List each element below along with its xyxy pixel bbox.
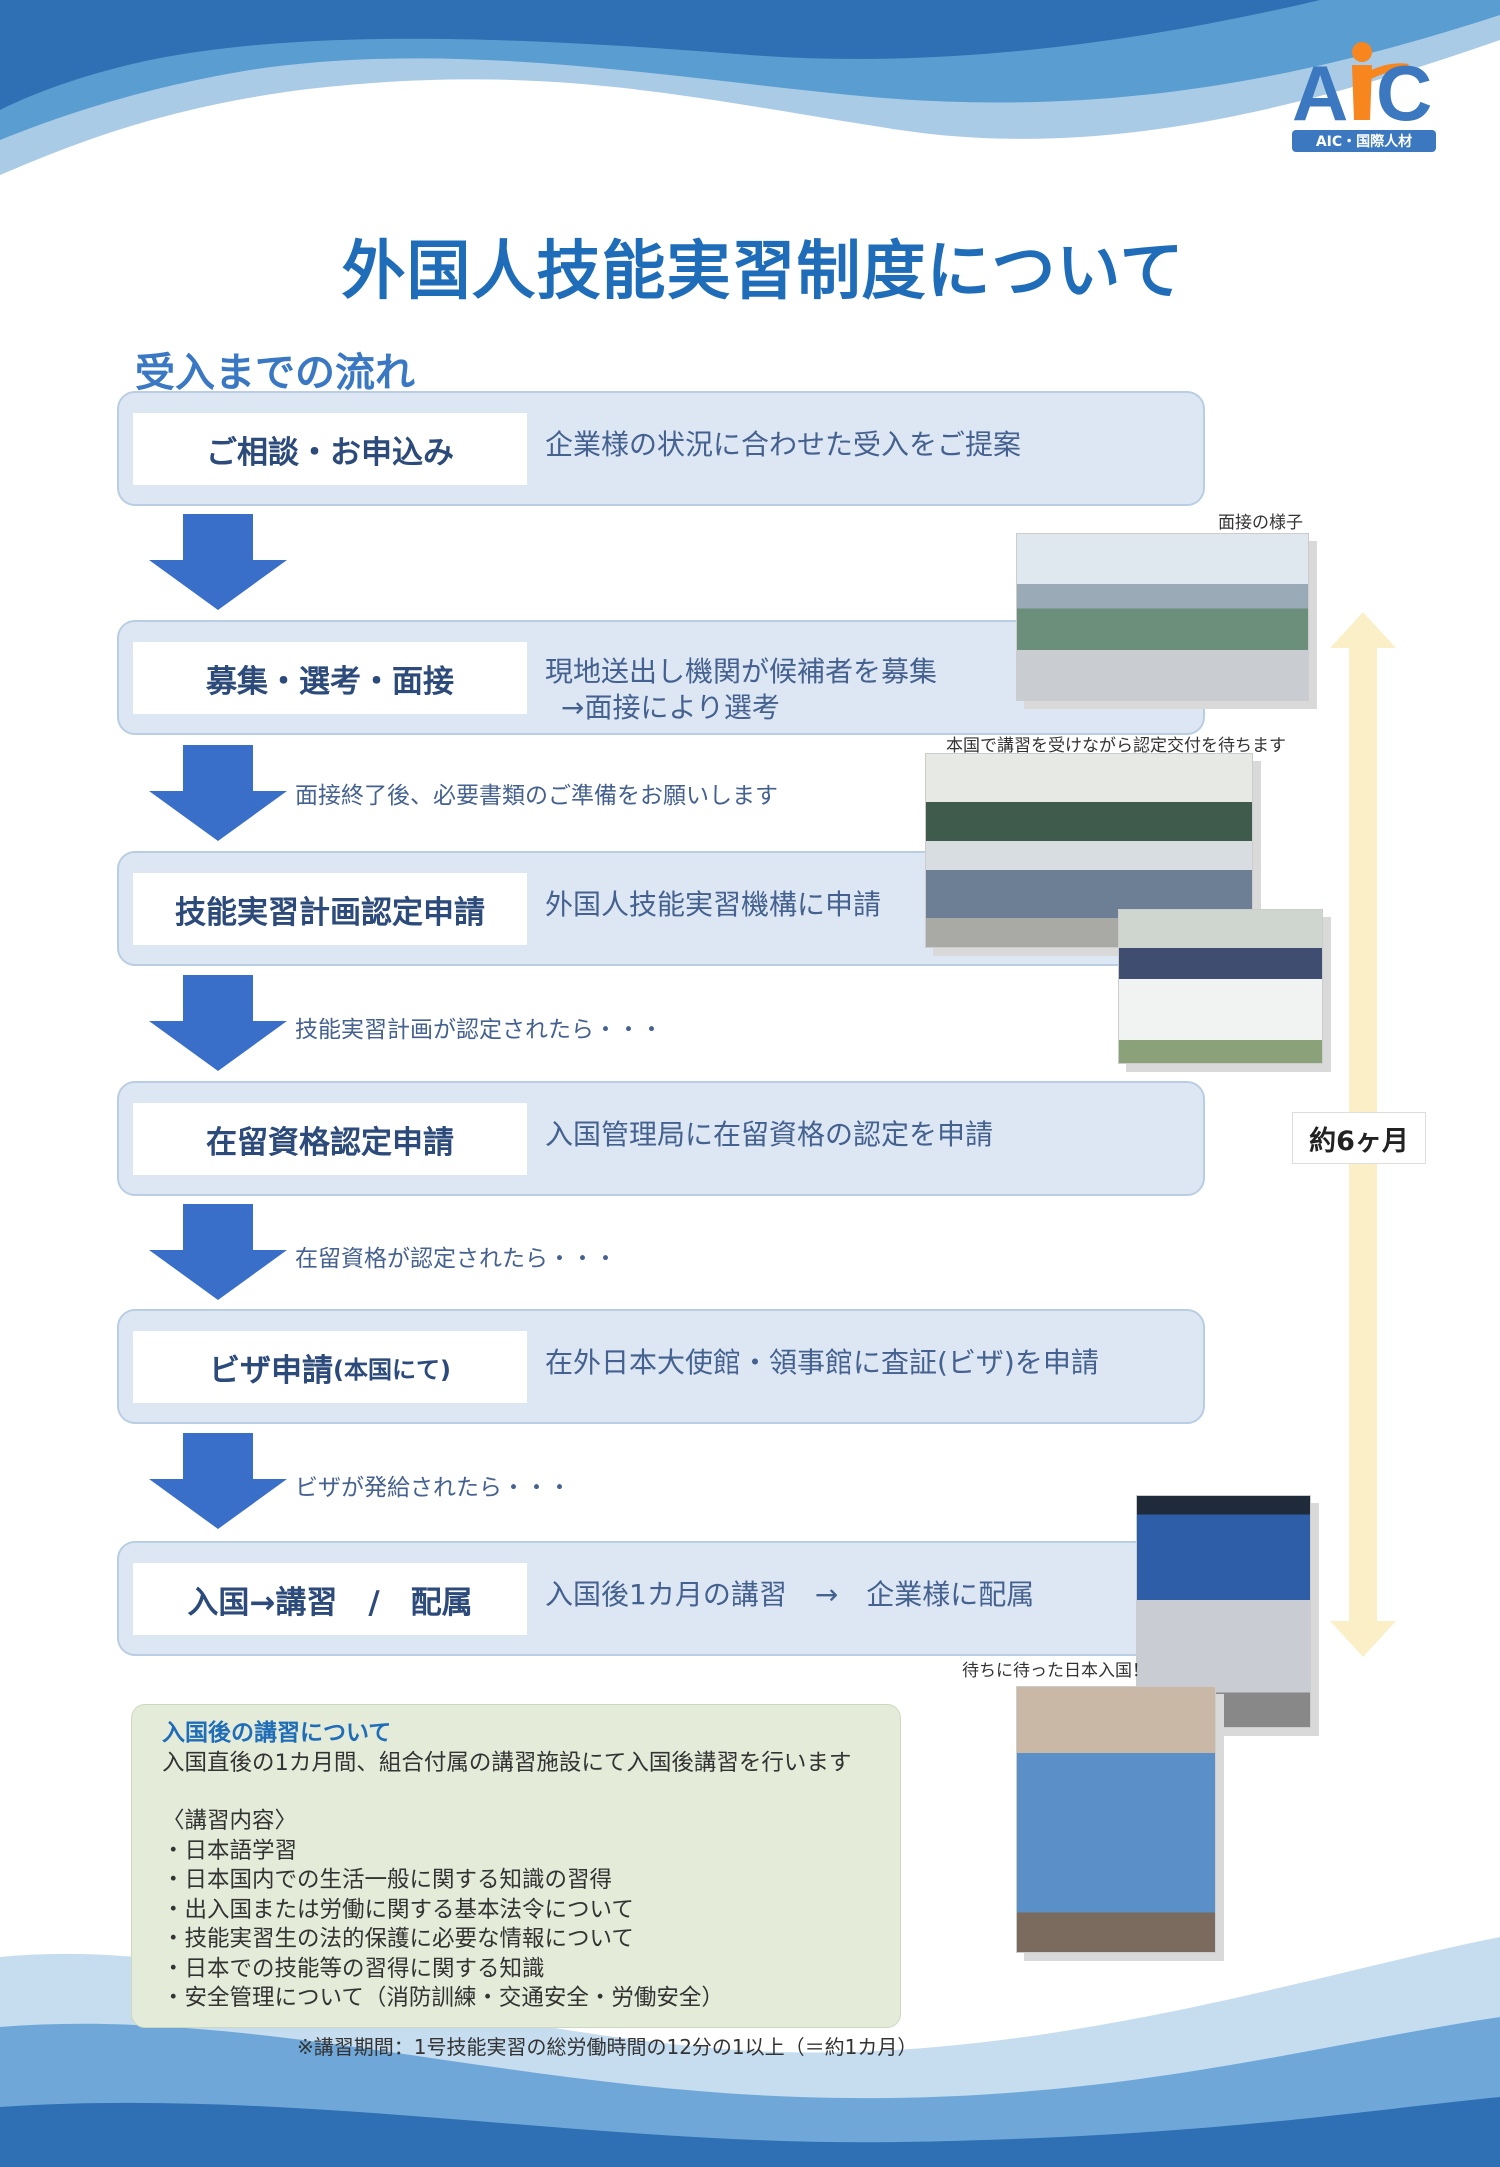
svg-text:C: C bbox=[1376, 49, 1432, 137]
step-desc: 入国管理局に在留資格の認定を申請 bbox=[545, 1118, 994, 1151]
post-entry-training-info: 入国後の講習について 入国直後の1カ月間、組合付属の講習施設にて入国後講習を行い… bbox=[131, 1704, 901, 2028]
info-intro: 入国直後の1カ月間、組合付属の講習施設にて入国後講習を行います bbox=[162, 1749, 852, 1776]
classroom-photo bbox=[1118, 909, 1323, 1064]
period-label: 約6ヶ月 bbox=[1292, 1112, 1426, 1164]
info-item: ・技能実習生の法的保護に必要な情報について bbox=[162, 1926, 634, 1952]
info-item: ・日本での技能等の習得に関する知識 bbox=[162, 1955, 545, 1982]
step-entry: 入国→講習 / 配属 入国後1カ月の講習 → 企業様に配属 bbox=[117, 1541, 1205, 1656]
step-label-main: ビザ申請 bbox=[209, 1352, 334, 1389]
step-label: 在留資格認定申請 bbox=[133, 1103, 527, 1175]
info-content-heading: 〈講習内容〉 bbox=[162, 1808, 298, 1834]
step-desc: 入国後1カ月の講習 → 企業様に配属 bbox=[545, 1578, 1035, 1611]
down-arrow-icon bbox=[149, 745, 287, 841]
arrow-note: 面接終了後、必要書類のご準備をお願いします bbox=[295, 783, 778, 809]
step-label: ご相談・お申込み bbox=[133, 413, 527, 485]
step-recruitment: 募集・選考・面接 現地送出し機関が候補者を募集→面接により選考 bbox=[117, 620, 1205, 735]
step-desc: 現地送出し機関が候補者を募集→面接により選考 bbox=[545, 654, 937, 726]
step-label: ビザ申請(本国にて) bbox=[133, 1331, 527, 1403]
step-residence-status: 在留資格認定申請 入国管理局に在留資格の認定を申請 bbox=[117, 1081, 1205, 1196]
step-label: 技能実習計画認定申請 bbox=[133, 873, 527, 945]
step-consultation: ご相談・お申込み 企業様の状況に合わせた受入をご提案 bbox=[117, 391, 1205, 506]
photo-caption: 面接の様子 bbox=[1218, 513, 1303, 533]
down-arrow-icon bbox=[149, 514, 287, 610]
info-item: ・安全管理について（消防訓練・交通安全・労働安全） bbox=[162, 1985, 724, 2011]
step-desc: 企業様の状況に合わせた受入をご提案 bbox=[545, 428, 1022, 461]
decorative-wave-top bbox=[0, 0, 1500, 175]
footnote: ※講習期間：1号技能実習の総労働時間の12分の1以上（＝約1カ月） bbox=[297, 2035, 918, 2059]
step-desc-line: →面接により選考 bbox=[561, 691, 780, 724]
aic-logo: A C AIC・国際人材 bbox=[1292, 42, 1436, 152]
step-visa: ビザ申請(本国にて) 在外日本大使館・領事館に査証(ビザ)を申請 bbox=[117, 1309, 1205, 1424]
down-arrow-icon bbox=[149, 975, 287, 1071]
svg-text:A: A bbox=[1292, 49, 1348, 137]
info-heading: 入国後の講習について bbox=[162, 1720, 392, 1746]
step-desc: 外国人技能実習機構に申請 bbox=[545, 888, 882, 921]
step-label: 入国→講習 / 配属 bbox=[133, 1563, 527, 1635]
page-title: 外国人技能実習制度について bbox=[341, 235, 1185, 309]
svg-text:AIC・国際人材: AIC・国際人材 bbox=[1316, 133, 1412, 150]
step-label: 募集・選考・面接 bbox=[133, 642, 527, 714]
info-item: ・日本語学習 bbox=[162, 1837, 298, 1864]
section-title: 受入までの流れ bbox=[135, 350, 415, 396]
down-arrow-icon bbox=[149, 1204, 287, 1300]
arrow-note: ビザが発給されたら・・・ bbox=[295, 1475, 571, 1501]
step-desc: 在外日本大使館・領事館に査証(ビザ)を申請 bbox=[545, 1346, 1099, 1379]
step-label-small: (本国にて) bbox=[333, 1355, 451, 1384]
photo-caption: 待ちに待った日本入国！ bbox=[962, 1661, 1149, 1681]
airport-photo bbox=[1136, 1495, 1311, 1728]
interview-photo bbox=[1016, 533, 1309, 701]
arrow-note: 技能実習計画が認定されたら・・・ bbox=[295, 1017, 663, 1043]
decorative-wave-bottom bbox=[0, 1937, 1500, 2167]
photo-caption: 本国で講習を受けながら認定交付を待ちます bbox=[946, 736, 1286, 756]
info-item: ・日本国内での生活一般に関する知識の習得 bbox=[162, 1867, 613, 1893]
arrival-group-photo bbox=[1016, 1686, 1216, 1953]
info-item: ・出入国または労働に関する基本法令について bbox=[162, 1896, 634, 1923]
down-arrow-icon bbox=[149, 1433, 287, 1529]
step-desc-line: 現地送出し機関が候補者を募集 bbox=[545, 655, 938, 688]
arrow-note: 在留資格が認定されたら・・・ bbox=[295, 1246, 617, 1272]
